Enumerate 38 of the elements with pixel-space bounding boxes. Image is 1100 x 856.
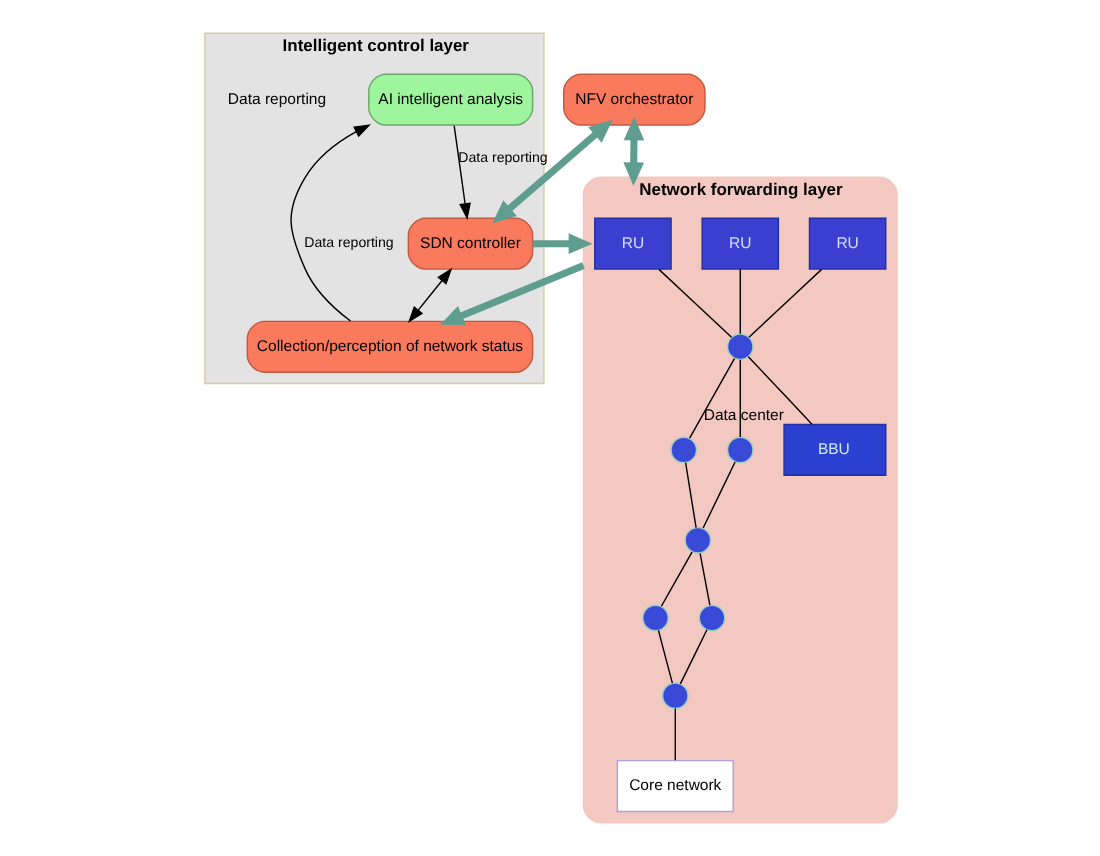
node-box: AI intelligent analysis [367,73,533,126]
connector [738,359,740,438]
node-circle [725,333,753,361]
connector [747,268,822,338]
node-circle [641,604,668,632]
connector [673,707,675,761]
connector [683,462,696,529]
connector [678,629,707,685]
node-circle [669,436,697,464]
connector [657,268,732,338]
node-label: Data center [702,405,783,424]
connector [738,268,740,335]
connector [746,356,812,425]
connector [698,552,710,606]
node-circle [660,682,688,710]
arrow [289,124,370,322]
connector [659,551,692,607]
node-box: NFV orchestrator [562,73,705,126]
connector [701,461,735,529]
connector [656,629,673,684]
arrow [406,267,452,323]
arrow [622,116,644,187]
node-box: SDN controller [406,217,533,270]
node-box: Core network [615,759,733,813]
arrow [452,124,470,221]
node-box: RU [807,217,886,270]
node-box: RU [593,217,671,270]
node-box: RU [700,217,779,270]
label: Data reporting [226,89,326,108]
arrow [491,119,612,224]
connector [687,357,735,439]
node-box: BBU [782,423,886,477]
arrow [439,262,584,326]
node-circle [697,604,725,632]
arrow [531,233,592,254]
node-box: Collection/perception of network status [245,320,533,373]
node-circle [725,436,753,464]
node-circle [683,526,711,554]
